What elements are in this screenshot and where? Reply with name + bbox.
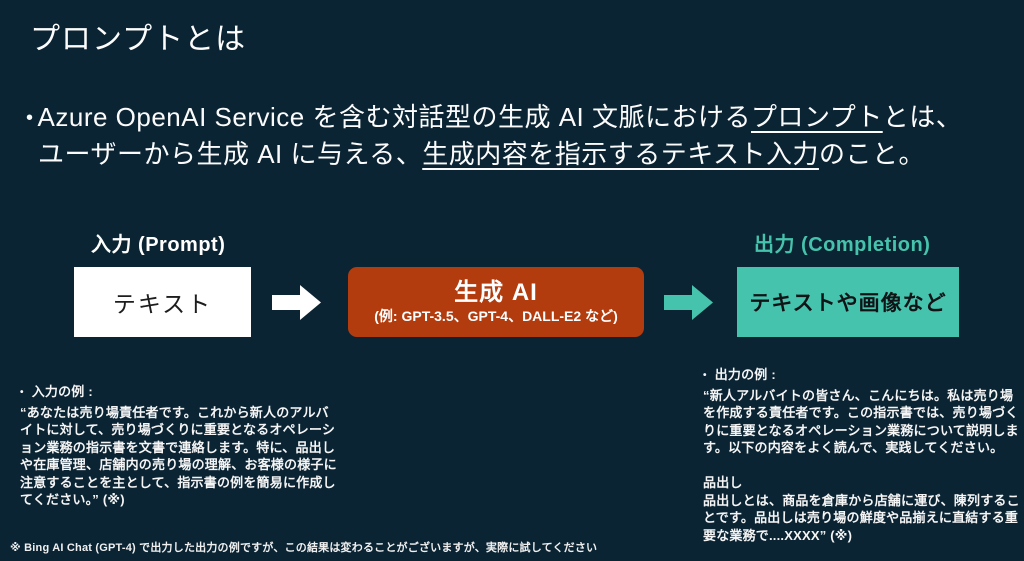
output-example-heading-text: 出力の例 : (714, 367, 776, 382)
intro-text-1: Azure OpenAI Service を含む対話型の生成 AI 文脈における (37, 102, 751, 132)
intro-text-4: のこと。 (818, 139, 925, 169)
output-example-subheading: 品出し (703, 475, 743, 490)
output-text-box: テキストや画像など (737, 267, 959, 337)
bullet-marker: • (20, 387, 24, 398)
output-example-para1: “新人アルバイトの皆さん、こんにちは。私は売り場を作成する責任者です。この指示書… (703, 387, 1019, 456)
output-example-para2: 品出しとは、商品を倉庫から店舗に運び、陳列することです。品出しは売り場の鮮度や品… (703, 492, 1020, 543)
intro-text-3: ユーザーから生成 AI に与える、 (38, 139, 423, 169)
intro-text-2: とは、 (882, 102, 963, 132)
input-text-box: テキスト (74, 267, 251, 337)
generative-ai-box: 生成 AI (例: GPT-3.5、GPT-4、DALL-E2 など) (348, 267, 644, 337)
page-title: プロンプトとは (30, 23, 247, 56)
intro-underline-prompt: プロンプト (751, 102, 883, 132)
input-example-body: “あなたは売り場責任者です。これから新人のアルバイトに対して、売り場づくりに重要… (20, 404, 337, 508)
generative-ai-box-title: 生成 AI (454, 279, 538, 306)
bullet-marker: • (703, 370, 707, 381)
input-example-heading-text: 入力の例 : (31, 384, 93, 399)
output-example-heading: • 出力の例 : (703, 366, 1021, 385)
input-prompt-label: 入力 (Prompt) (91, 234, 226, 256)
input-example-block: • 入力の例 : “あなたは売り場責任者です。これから新人のアルバイトに対して、売… (20, 383, 338, 509)
bullet-marker: • (26, 107, 34, 129)
spacer (703, 457, 1021, 475)
footnote: ※ Bing AI Chat (GPT-4) で出力した出力の例ですが、この結果… (10, 542, 598, 554)
output-completion-label: 出力 (Completion) (754, 234, 931, 256)
arrow-right-icon (664, 285, 713, 320)
arrow-right-icon (272, 285, 321, 320)
intro-paragraph: •Azure OpenAI Service を含む対話型の生成 AI 文脈におけ… (26, 99, 1006, 172)
input-example-heading: • 入力の例 : (20, 383, 338, 402)
generative-ai-box-subtitle: (例: GPT-3.5、GPT-4、DALL-E2 など) (374, 308, 618, 324)
output-text-box-label: テキストや画像など (749, 292, 947, 315)
input-text-box-label: テキスト (112, 291, 213, 317)
output-example-block: • 出力の例 : “新人アルバイトの皆さん、こんにちは。私は売り場を作成する責任者… (703, 366, 1021, 544)
intro-underline-definition: 生成内容を指示するテキスト入力 (422, 139, 819, 169)
